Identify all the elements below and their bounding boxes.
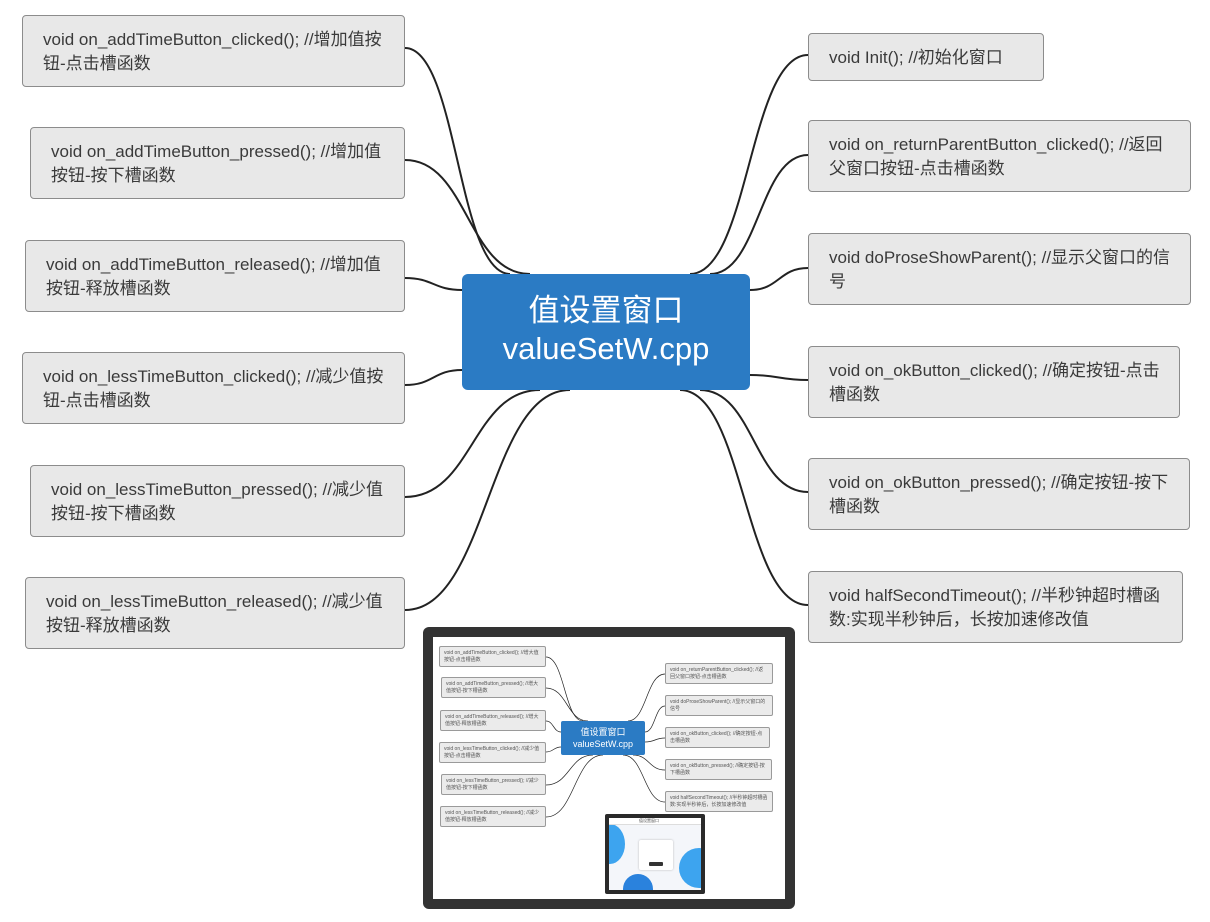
thumbnail-topic-right-1: void on_returnParentButton_clicked(); //… (665, 663, 773, 684)
connector-right-6 (679, 389, 809, 606)
topic-ok-clicked[interactable]: void on_okButton_clicked(); //确定按钮-点击槽函数 (808, 346, 1180, 418)
thumbnail-topic-right-2: void doProseShowParent(); //显示父窗口的信号 (665, 695, 773, 716)
thumbnail-connector-left-6 (545, 754, 604, 818)
thumbnail-window-screenshot: 值设置窗口 (605, 814, 705, 894)
thumbnail-topic-left-6: void on_lessTimeButton_released(); //减少值… (440, 806, 546, 827)
mindmap-thumbnail-image: 值设置窗口 valueSetW.cpp void on_addTimeButto… (423, 627, 795, 909)
thumbnail-topic-left-1: void on_addTimeButton_clicked(); //增大值按钮… (439, 646, 546, 667)
thumbnail-connector-right-2 (644, 705, 666, 733)
thumbnail-connector-right-4 (632, 754, 666, 771)
connector-left-4 (404, 369, 463, 386)
thumbnail-topic-left-4: void on_lessTimeButton_clicked(); //减少值按… (439, 742, 546, 763)
decorative-blob (679, 848, 701, 888)
central-topic-filename: valueSetW.cpp (502, 331, 710, 366)
thumbnail-topic-left-3: void on_addTimeButton_released(); //增大值按… (440, 710, 546, 731)
connector-left-3 (404, 277, 463, 291)
topic-add-pressed[interactable]: void on_addTimeButton_pressed(); //增加值按钮… (30, 127, 405, 199)
topic-init[interactable]: void Init(); //初始化窗口 (808, 33, 1044, 81)
connector-right-1 (689, 54, 809, 275)
decorative-blob (623, 874, 653, 890)
thumbnail-connector-left-5 (545, 754, 594, 786)
thumbnail-connector-left-4 (545, 746, 562, 753)
screenshot-titlebar: 值设置窗口 (609, 818, 701, 825)
thumbnail-connector-right-3 (644, 737, 666, 743)
connector-left-2 (404, 159, 531, 275)
topic-less-pressed[interactable]: void on_lessTimeButton_pressed(); //减少值按… (30, 465, 405, 537)
thumbnail-central-topic: 值设置窗口 valueSetW.cpp (561, 721, 645, 755)
central-topic[interactable]: 值设置窗口 valueSetW.cpp (462, 274, 750, 390)
thumbnail-central-file: valueSetW.cpp (572, 739, 634, 749)
screenshot-ok-button (649, 862, 663, 866)
connector-right-5 (699, 389, 809, 493)
topic-less-clicked[interactable]: void on_lessTimeButton_clicked(); //减少值按… (22, 352, 405, 424)
thumbnail-topic-right-5: void halfSecondTimeout(); //半秒钟超时槽函数:实现半… (665, 791, 773, 812)
connector-right-2 (709, 154, 809, 275)
screenshot-dialog-card (639, 840, 673, 870)
thumbnail-topic-right-3: void on_okButton_clicked(); //确定按钮-点击槽函数 (665, 727, 770, 748)
connector-right-4 (749, 374, 809, 381)
thumbnail-connector-right-1 (627, 673, 666, 722)
topic-less-released[interactable]: void on_lessTimeButton_released(); //减少值… (25, 577, 405, 649)
thumbnail-connector-right-5 (622, 754, 666, 803)
thumbnail-topic-right-4: void on_okButton_pressed(); //确定按钮-按下槽函数 (665, 759, 772, 780)
thumbnail-connector-left-1 (545, 656, 584, 722)
connector-left-6 (404, 389, 571, 611)
topic-half-second[interactable]: void halfSecondTimeout(); //半秒钟超时槽函数:实现半… (808, 571, 1183, 643)
connector-left-5 (404, 389, 541, 498)
thumbnail-connector-left-3 (545, 720, 562, 733)
topic-add-clicked[interactable]: void on_addTimeButton_clicked(); //增加值按钮… (22, 15, 405, 87)
decorative-blob (609, 824, 625, 864)
thumbnail-topic-left-2: void on_addTimeButton_pressed(); //增大值按钮… (441, 677, 546, 698)
thumbnail-topic-left-5: void on_lessTimeButton_pressed(); //减少值按… (441, 774, 546, 795)
thumbnail-connector-left-2 (545, 687, 589, 722)
thumbnail-connector-lines (545, 656, 666, 818)
topic-return-parent[interactable]: void on_returnParentButton_clicked(); //… (808, 120, 1191, 192)
connector-left-1 (404, 47, 511, 275)
thumbnail-central-title: 值设置窗口 (580, 727, 626, 737)
screenshot-title: 值设置窗口 (639, 818, 659, 823)
topic-show-parent[interactable]: void doProseShowParent(); //显示父窗口的信号 (808, 233, 1191, 305)
topic-add-released[interactable]: void on_addTimeButton_released(); //增加值按… (25, 240, 405, 312)
central-topic-title: 值设置窗口 (528, 293, 684, 328)
connector-right-3 (749, 267, 809, 291)
topic-ok-pressed[interactable]: void on_okButton_pressed(); //确定按钮-按下槽函数 (808, 458, 1190, 530)
